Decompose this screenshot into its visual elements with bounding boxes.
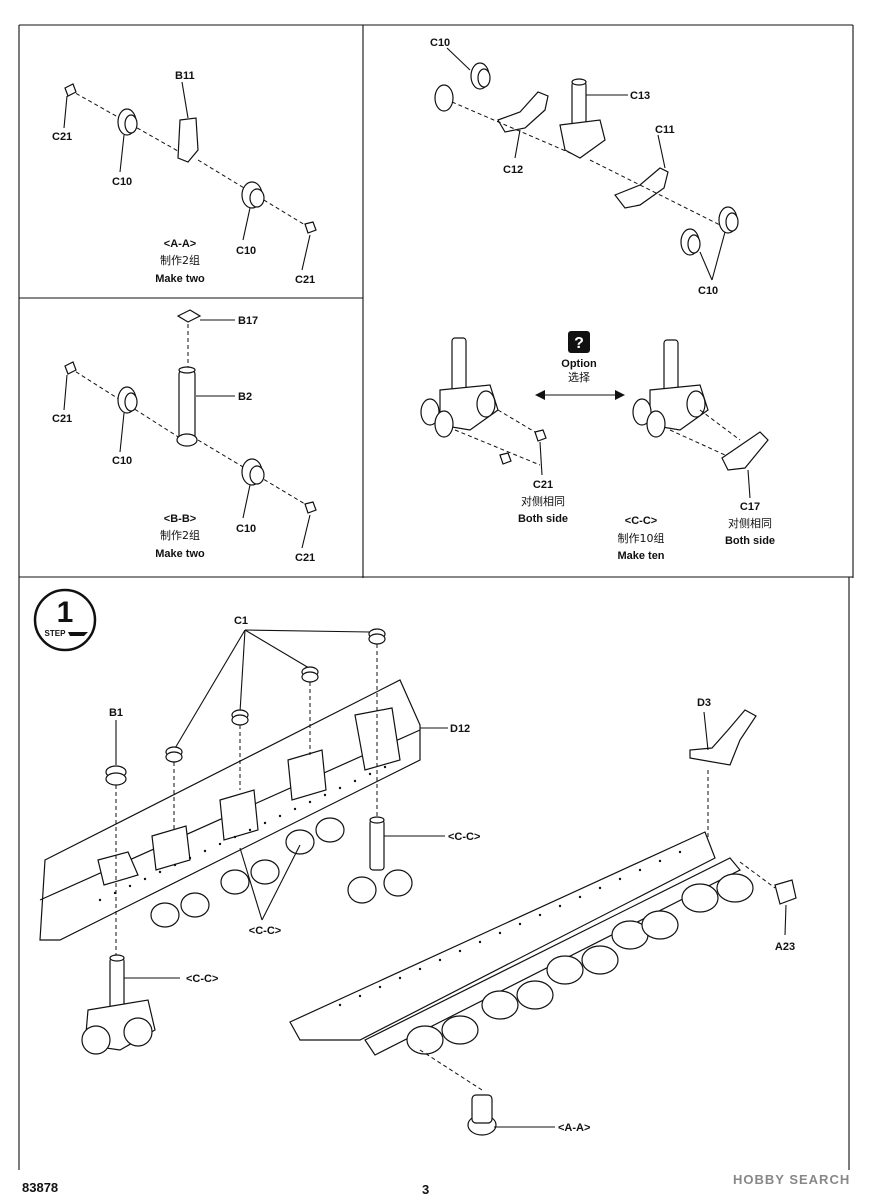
label-c21-right: C21 — [295, 552, 315, 564]
panel-bb-cn: 制作2组 — [160, 528, 200, 542]
label-c21-left: C21 — [52, 131, 72, 143]
panel-bb: B17 B2 C21 C10 C10 C21 <B-B> 制作2组 Make t… — [52, 309, 317, 564]
label-b2: B2 — [238, 391, 252, 403]
hull-left — [39, 679, 421, 941]
aa-part — [419, 1049, 497, 1136]
label-b1: B1 — [109, 707, 123, 719]
option-glyph: ? — [574, 335, 584, 352]
panel-aa-en: Make two — [155, 273, 205, 285]
a23-part — [774, 879, 797, 905]
step-word: STEP — [45, 629, 67, 638]
label-d3: D3 — [697, 697, 711, 709]
question-icon — [568, 331, 590, 353]
option-cn: 选择 — [568, 370, 590, 384]
label-aa: <A-A> — [558, 1122, 590, 1134]
label-c17: C17 — [740, 501, 760, 513]
cc-assembly-left-bottom — [81, 954, 156, 1055]
cc-title: <C-C> — [625, 515, 657, 527]
d3-part — [689, 709, 757, 766]
both-en-left: Both side — [518, 513, 568, 525]
c1-caps — [105, 628, 386, 786]
cc-assembly-right — [632, 339, 769, 499]
label-c21-left: C21 — [52, 413, 72, 425]
bogies-right — [406, 873, 754, 1055]
panel-aa: B11 C21 C10 C10 C21 <A-A> 制作2组 Make two — [52, 70, 317, 286]
bogies-left — [150, 817, 413, 928]
panel-bb-title: <B-B> — [164, 513, 196, 525]
cc-en: Make ten — [617, 550, 664, 562]
label-cc-mid: <C-C> — [448, 831, 480, 843]
label-c12: C12 — [503, 164, 523, 176]
step-number: 1 — [57, 596, 74, 629]
option-en: Option — [561, 358, 597, 370]
label-c21-right: C21 — [295, 274, 315, 286]
both-cn-right: 对侧相同 — [728, 516, 772, 530]
cc-assembly-mid — [369, 816, 385, 871]
cc-cn: 制作10组 — [618, 531, 665, 545]
label-b11: B11 — [175, 70, 195, 82]
label-c10-left: C10 — [112, 455, 132, 467]
page-number: 3 — [422, 1182, 430, 1197]
c21-part — [64, 83, 77, 97]
label-c10-top: C10 — [430, 37, 450, 49]
cc-assembly-left — [420, 337, 547, 476]
panel-cc: ? C10 C13 — [420, 37, 775, 562]
watermark: HOBBY SEARCH — [733, 1172, 851, 1187]
label-c21: C21 — [533, 479, 553, 491]
hull-right — [289, 831, 754, 1056]
product-code: 83878 — [22, 1180, 59, 1195]
label-c10-left: C10 — [112, 176, 132, 188]
label-c10-right: C10 — [236, 523, 256, 535]
label-c10-bottom: C10 — [698, 285, 718, 297]
label-d12: D12 — [450, 723, 470, 735]
panel-borders — [18, 24, 854, 1170]
label-cc-left: <C-C> — [249, 925, 281, 937]
tank-icon — [68, 632, 88, 636]
both-cn-left: 对侧相同 — [521, 494, 565, 508]
label-c13: C13 — [630, 90, 650, 102]
label-b17: B17 — [238, 315, 258, 327]
both-en-right: Both side — [725, 535, 775, 547]
panel-aa-cn: 制作2组 — [160, 253, 200, 267]
label-c1: C1 — [234, 615, 248, 627]
label-c11: C11 — [655, 124, 675, 136]
panel-aa-title: <A-A> — [164, 238, 196, 250]
step1: 1 STEP — [33, 588, 797, 1136]
b11-part — [177, 117, 199, 163]
label-cc-bottom: <C-C> — [186, 973, 218, 985]
label-a23: A23 — [775, 941, 795, 953]
label-c10-right: C10 — [236, 245, 256, 257]
panel-bb-en: Make two — [155, 548, 205, 560]
